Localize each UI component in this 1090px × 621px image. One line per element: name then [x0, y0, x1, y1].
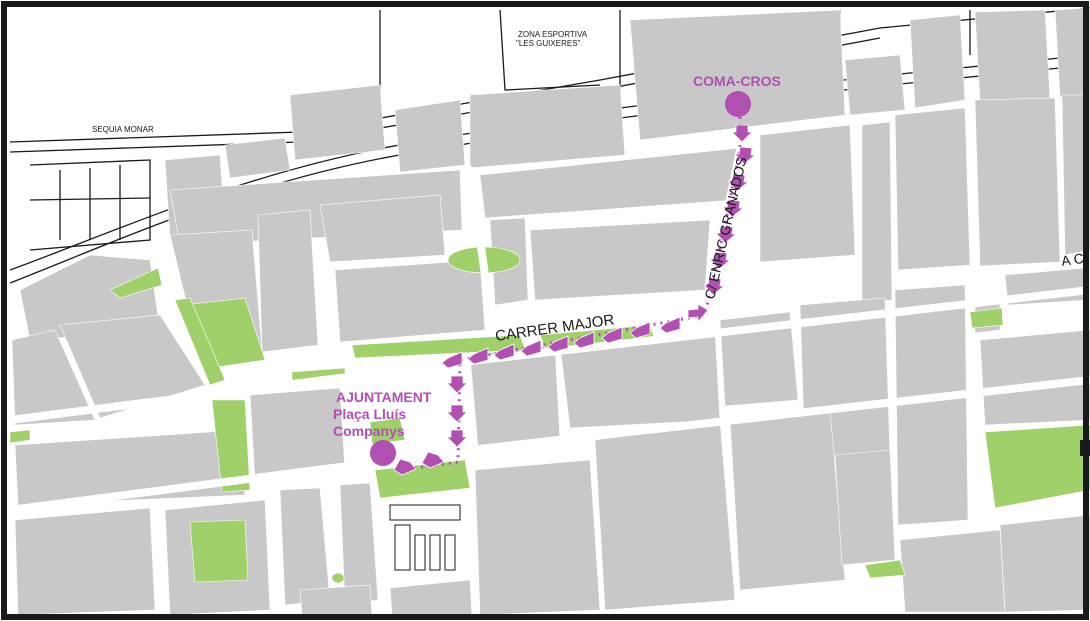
arrow-icon [687, 303, 709, 324]
companys-label[interactable]: Companys [333, 423, 405, 439]
circle-marker-icon[interactable] [725, 91, 751, 117]
arrow-icon [709, 251, 732, 270]
arrow-icon [446, 429, 468, 448]
arrow-icon [659, 316, 681, 334]
arrow-icon [547, 335, 569, 353]
arrow-icon [520, 339, 542, 357]
zona-esportiva-label: ZONA ESPORTIVA [518, 30, 588, 39]
arrow-icon [715, 225, 738, 244]
les-guixeres-label: "LES GUIXERES" [516, 39, 581, 48]
circle-marker-icon[interactable] [370, 440, 396, 466]
arrow-icon [446, 375, 468, 394]
arrow-icon [467, 347, 489, 365]
arrow-icon [722, 199, 745, 218]
arrow-icon [493, 343, 515, 361]
arrow-icon [629, 321, 651, 339]
arrow-icon [727, 173, 750, 192]
sequia-monar-label: SEQUIA MONAR [92, 125, 154, 134]
edge-street-label: A C [1060, 250, 1085, 269]
arrow-icon [446, 404, 468, 423]
placa-lluis-label[interactable]: Plaça Lluís [333, 406, 406, 422]
arrow-icon [441, 351, 463, 369]
arrow-icon [703, 277, 726, 296]
parks [9, 246, 1090, 584]
arrow-icon [601, 326, 623, 344]
coma-cros-label[interactable]: COMA-CROS [693, 73, 781, 89]
arrow-icon [393, 458, 417, 476]
city-blocks [11, 7, 1090, 616]
arrow-icon [421, 451, 445, 469]
building-outlines [389, 504, 461, 571]
arrow-icon [734, 146, 757, 165]
route-arrows [393, 124, 757, 476]
arrow-icon [731, 124, 753, 143]
arrow-icon [573, 331, 595, 349]
ajuntament-label[interactable]: AJUNTAMENT [336, 389, 432, 405]
